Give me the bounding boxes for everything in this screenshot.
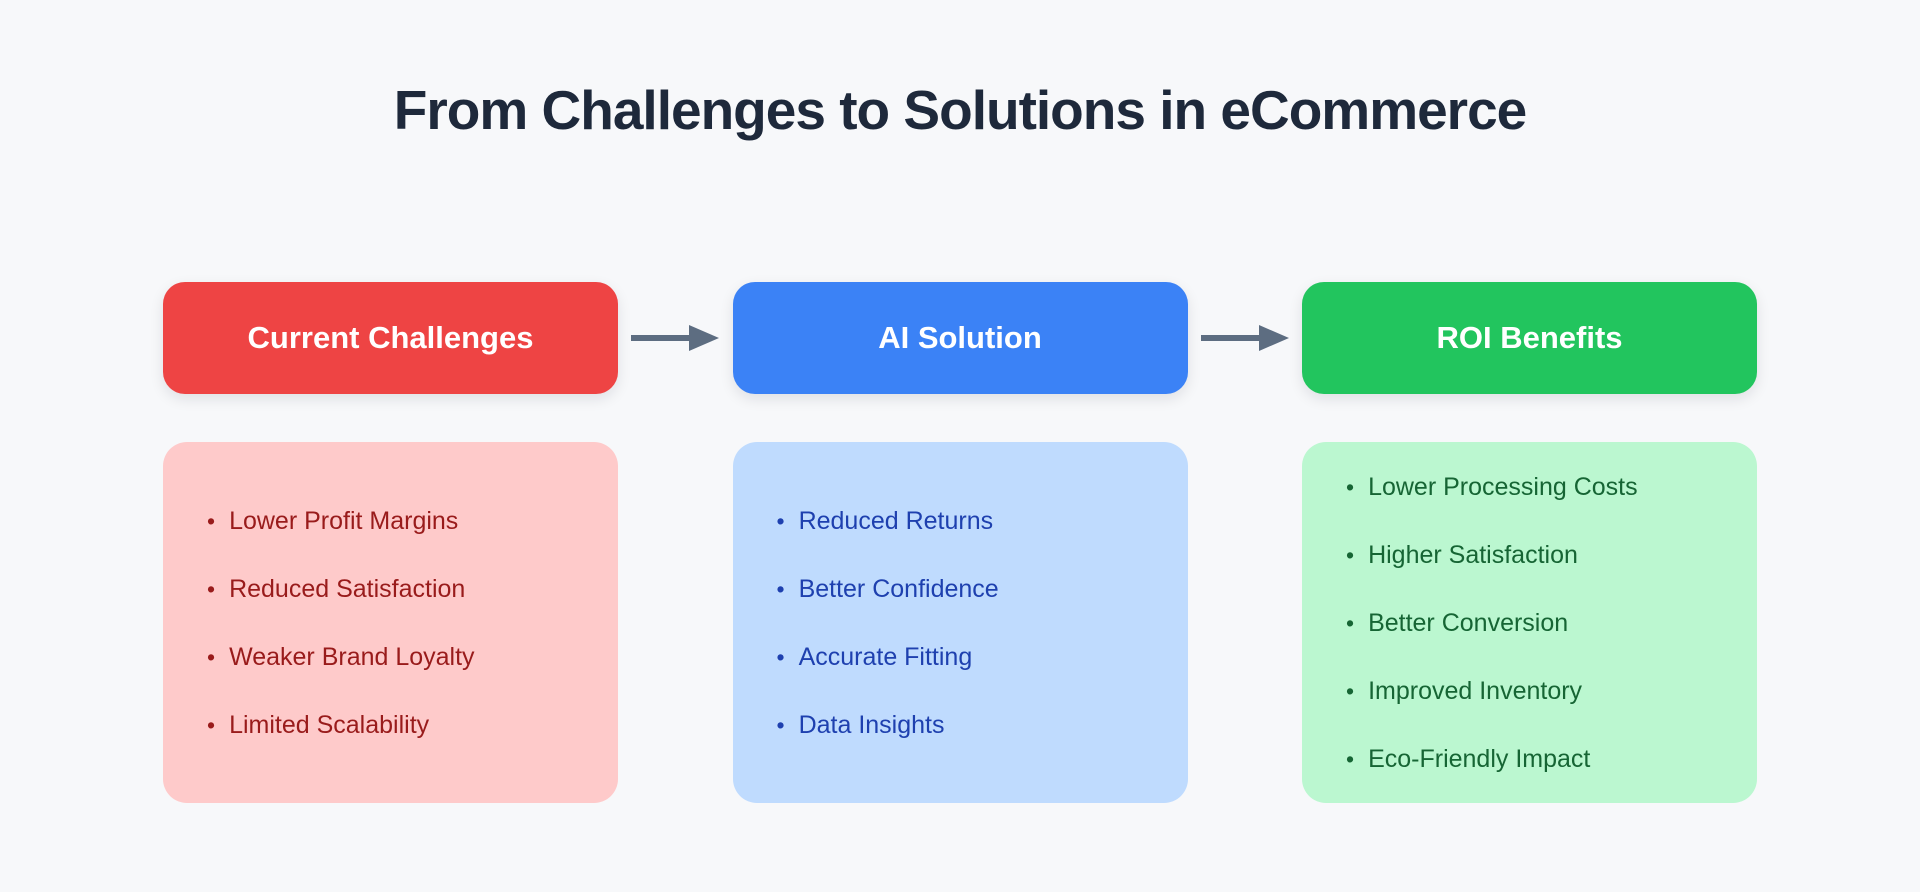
list-item-label: Reduced Returns: [798, 506, 994, 535]
list-item-label: Higher Satisfaction: [1368, 540, 1578, 569]
list-item-label: Data Insights: [798, 710, 945, 739]
bullet-icon: •: [207, 507, 216, 534]
list-item: • Accurate Fitting: [777, 642, 1168, 672]
list-item: • Limited Scalability: [207, 710, 598, 740]
list-item: • Better Conversion: [1346, 608, 1737, 638]
solution-list: • Reduced Returns • Better Confidence • …: [777, 506, 1168, 740]
challenges-list: • Lower Profit Margins • Reduced Satisfa…: [207, 506, 598, 740]
bullet-icon: •: [1346, 609, 1355, 636]
list-item: • Better Confidence: [777, 574, 1168, 604]
bullet-icon: •: [1346, 541, 1355, 568]
panel-current-challenges: • Lower Profit Margins • Reduced Satisfa…: [163, 442, 618, 803]
list-item: • Weaker Brand Loyalty: [207, 642, 598, 672]
list-item-label: Weaker Brand Loyalty: [229, 642, 475, 671]
bullet-icon: •: [1346, 745, 1355, 772]
list-item-label: Eco-Friendly Impact: [1368, 744, 1591, 773]
list-item: • Higher Satisfaction: [1346, 540, 1737, 570]
list-item-label: Limited Scalability: [229, 710, 430, 739]
panel-spacer: [1188, 442, 1303, 803]
list-item-label: Lower Profit Margins: [229, 506, 459, 535]
bullet-icon: •: [776, 575, 785, 602]
list-item-label: Reduced Satisfaction: [229, 574, 466, 603]
flow-arrow-icon: [631, 325, 720, 351]
panel-spacer: [618, 442, 733, 803]
list-item: • Data Insights: [777, 710, 1168, 740]
flow-header-row: Current Challenges AI Solution ROI Benef…: [163, 282, 1757, 394]
detail-panels-row: • Lower Profit Margins • Reduced Satisfa…: [163, 442, 1757, 803]
benefits-list: • Lower Processing Costs • Higher Satisf…: [1346, 472, 1737, 774]
list-item: • Lower Processing Costs: [1346, 472, 1737, 502]
bullet-icon: •: [1346, 677, 1355, 704]
bullet-icon: •: [776, 643, 785, 670]
list-item: • Reduced Returns: [777, 506, 1168, 536]
list-item: • Lower Profit Margins: [207, 506, 598, 536]
list-item-label: Lower Processing Costs: [1368, 472, 1638, 501]
bullet-icon: •: [207, 575, 216, 602]
header-ai-solution-label: AI Solution: [878, 320, 1042, 355]
list-item: • Reduced Satisfaction: [207, 574, 598, 604]
header-roi-benefits-label: ROI Benefits: [1436, 320, 1623, 355]
list-item-label: Improved Inventory: [1368, 676, 1583, 705]
header-ai-solution: AI Solution: [732, 282, 1188, 394]
panel-roi-benefits: • Lower Processing Costs • Higher Satisf…: [1302, 442, 1757, 803]
page-title: From Challenges to Solutions in eCommerc…: [393, 79, 1528, 141]
bullet-icon: •: [776, 507, 785, 534]
bullet-icon: •: [207, 643, 216, 670]
list-item-label: Accurate Fitting: [798, 642, 973, 671]
panel-ai-solution: • Reduced Returns • Better Confidence • …: [732, 442, 1188, 803]
header-roi-benefits: ROI Benefits: [1302, 282, 1757, 394]
list-item-label: Better Conversion: [1368, 608, 1569, 637]
list-item: • Eco-Friendly Impact: [1346, 744, 1737, 774]
header-current-challenges: Current Challenges: [163, 282, 618, 394]
header-current-challenges-label: Current Challenges: [247, 320, 534, 355]
bullet-icon: •: [1346, 473, 1355, 500]
arrow-cell-2: [1188, 318, 1303, 358]
arrow-cell-1: [618, 318, 733, 358]
list-item: • Improved Inventory: [1346, 676, 1737, 706]
bullet-icon: •: [207, 711, 216, 738]
bullet-icon: •: [776, 711, 785, 738]
list-item-label: Better Confidence: [798, 574, 999, 603]
flow-arrow-icon: [1200, 325, 1289, 351]
